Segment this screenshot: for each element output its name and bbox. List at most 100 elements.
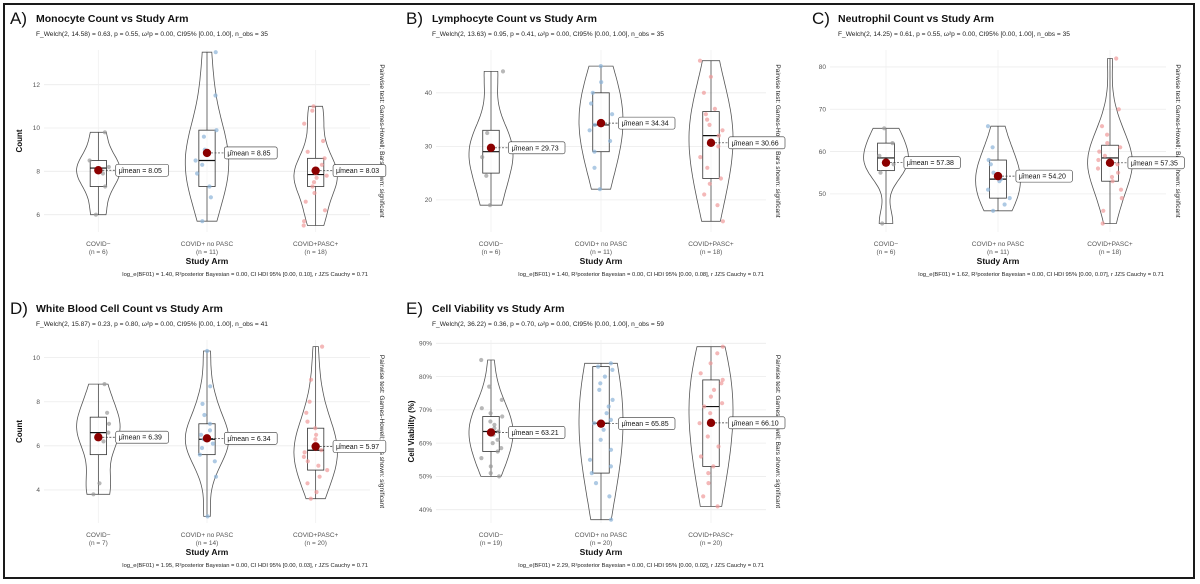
y-tick-label: 4: [36, 487, 40, 494]
data-point: [1118, 187, 1124, 192]
mean-point: [486, 143, 496, 152]
data-point: [102, 382, 107, 387]
data-point: [490, 441, 495, 446]
data-point: [213, 474, 219, 479]
y-axis-label: Count: [15, 420, 24, 443]
mean-label: μ̂mean = 57.35: [1131, 160, 1178, 167]
data-point: [103, 184, 108, 189]
data-point: [988, 162, 993, 167]
x-tick-label: COVID−: [479, 532, 504, 539]
panel-letter: A): [10, 9, 27, 28]
data-point: [325, 468, 330, 473]
data-point: [607, 494, 612, 499]
data-point: [715, 351, 720, 356]
data-point: [199, 432, 204, 437]
data-point: [200, 162, 205, 167]
data-point: [698, 454, 704, 459]
data-point: [311, 180, 317, 185]
data-point: [310, 184, 315, 189]
data-point: [492, 422, 497, 427]
data-point: [719, 381, 724, 386]
data-point: [200, 219, 205, 224]
pairwise-note: Pairwise test: Games-Howell; Bars shown:…: [378, 355, 385, 508]
data-point: [1096, 157, 1101, 163]
violin-shape: [293, 105, 338, 226]
x-tick-label: COVID+PASC+: [688, 241, 734, 248]
chart-subtitle: F_Welch(2, 14.25) = 0.61, p = 0.55, ω²p …: [838, 31, 1070, 38]
violin-shape: [578, 65, 624, 190]
data-point: [205, 514, 210, 519]
data-point: [193, 158, 198, 163]
figure-frame: [3, 3, 1195, 579]
x-tick-label: COVID+ no PASC: [181, 241, 234, 248]
bayes-footer: log_e(BF01) = 2.29, R²posterior Bayesian…: [518, 563, 764, 569]
data-point: [324, 173, 329, 178]
data-point: [720, 219, 726, 224]
x-axis-label: Study Arm: [186, 547, 229, 557]
data-point: [500, 69, 506, 74]
y-tick-label: 70%: [419, 407, 432, 414]
y-tick-label: 60: [819, 149, 827, 156]
mean-label-box: [332, 440, 387, 453]
data-point: [706, 471, 711, 476]
data-point: [479, 406, 484, 411]
chart-subtitle: F_Welch(2, 15.87) = 0.23, p = 0.80, ω²p …: [36, 321, 268, 328]
data-point: [487, 384, 492, 389]
data-point: [1002, 202, 1007, 207]
mean-label: μ̂mean = 57.38: [907, 160, 954, 167]
data-point: [598, 64, 603, 69]
x-tick-n: (n = 19): [480, 540, 503, 547]
mean-point: [202, 434, 212, 443]
y-tick-label: 10: [33, 355, 41, 362]
data-point: [499, 397, 504, 402]
data-point: [195, 171, 200, 176]
data-point: [93, 212, 98, 217]
data-point: [890, 141, 895, 146]
panel-letter: D): [10, 299, 28, 318]
data-point: [598, 381, 603, 386]
mean-label: μ̂mean = 65.85: [622, 421, 669, 428]
data-point: [301, 454, 306, 459]
chart-title: Cell Viability vs Study Arm: [432, 303, 564, 315]
data-point: [602, 374, 608, 379]
data-point: [608, 361, 614, 366]
y-tick-label: 40: [425, 90, 433, 97]
data-point: [495, 449, 500, 454]
mean-label-box: [115, 430, 169, 444]
violin-shape: [688, 60, 734, 222]
data-point: [1095, 166, 1101, 171]
data-point: [986, 157, 991, 163]
x-tick-label: COVID+ no PASC: [575, 532, 628, 539]
data-point: [596, 364, 601, 369]
panel-letter: C): [812, 9, 830, 28]
y-tick-label: 6: [36, 212, 40, 219]
data-point: [497, 474, 502, 479]
data-point: [610, 367, 615, 372]
mean-label: μ̂mean = 29.73: [512, 145, 559, 152]
mean-label: μ̂mean = 66.10: [732, 420, 779, 427]
data-point: [102, 130, 107, 135]
y-tick-label: 8: [36, 169, 40, 176]
data-point: [718, 176, 724, 181]
data-point: [593, 481, 599, 486]
data-point: [200, 401, 205, 406]
data-point: [711, 464, 716, 469]
data-point: [208, 195, 213, 200]
x-tick-n: (n = 18): [700, 249, 723, 256]
x-tick-label: COVID+ no PASC: [972, 241, 1025, 248]
x-tick-n: (n = 6): [482, 249, 501, 256]
mean-point: [881, 158, 891, 167]
y-tick-label: 8: [36, 399, 40, 406]
data-point: [708, 411, 713, 416]
mean-label: μ̂mean = 6.39: [119, 435, 162, 442]
data-point: [202, 412, 207, 418]
panel-letter: E): [406, 299, 423, 318]
data-point: [214, 128, 219, 133]
data-point: [708, 394, 714, 399]
data-point: [604, 411, 609, 416]
data-point: [301, 223, 306, 228]
data-point: [313, 426, 318, 431]
x-tick-label: COVID+ no PASC: [181, 532, 234, 539]
mean-point: [94, 166, 103, 175]
data-point: [1101, 208, 1106, 213]
